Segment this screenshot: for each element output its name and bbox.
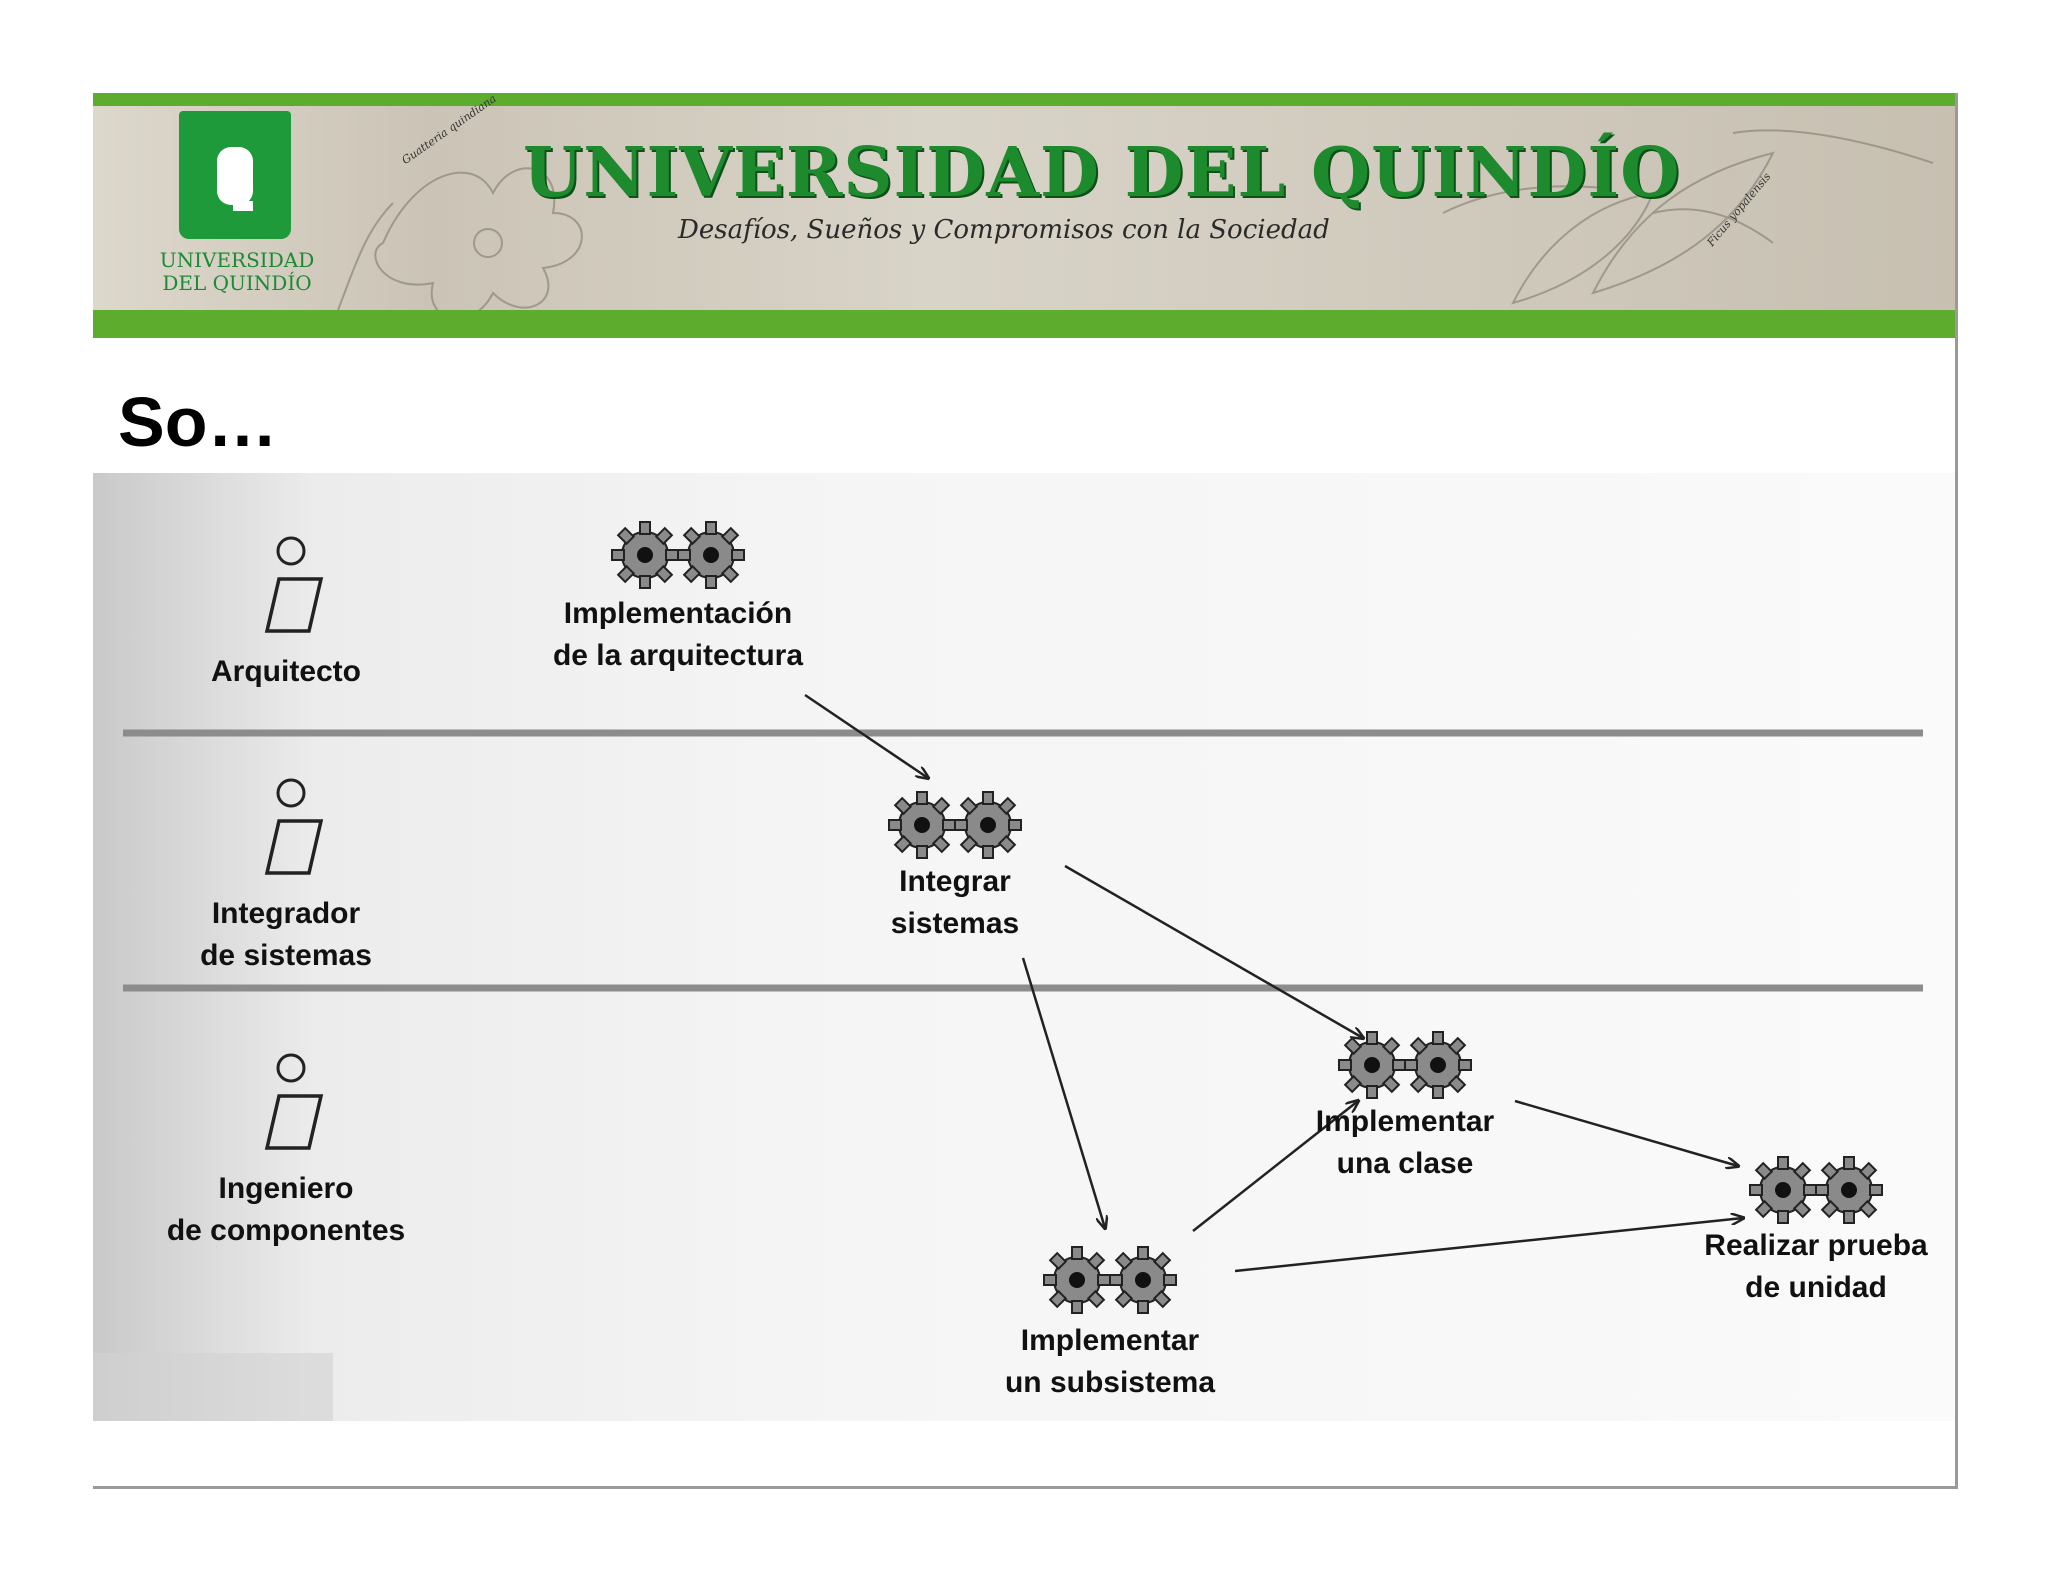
flow-arrow-integrar-to-impl-clase bbox=[1064, 864, 1363, 1038]
gear-icon bbox=[1815, 1156, 1883, 1224]
botanical-illustration bbox=[332, 129, 1934, 324]
flow-arrow-impl-subsis-to-prueba bbox=[1234, 1218, 1743, 1273]
scan-shadow bbox=[93, 1353, 333, 1421]
flow-arrow-impl-arq-to-integrar bbox=[804, 693, 928, 778]
gear-icon bbox=[1404, 1031, 1472, 1099]
gear-icon bbox=[611, 521, 679, 589]
banner-top-stripe bbox=[93, 93, 1955, 106]
worker-arquitecto: Arquitecto bbox=[211, 536, 361, 688]
flow-arrow-impl-clase-to-prueba bbox=[1514, 1099, 1738, 1166]
university-logo: UNIVERSIDAD DEL QUINDÍO bbox=[151, 111, 361, 311]
worker-label-arquitecto: Arquitecto bbox=[211, 655, 361, 688]
flow-arrow-impl-subsis-to-impl-clase bbox=[1192, 1101, 1358, 1232]
gear-icon bbox=[954, 791, 1022, 859]
banner-title: UNIVERSIDAD DEL QUINDÍO bbox=[523, 133, 1681, 213]
slide-frame bbox=[93, 93, 1958, 1489]
slide-heading: So… bbox=[118, 383, 278, 461]
scanned-page-background bbox=[93, 473, 1955, 1421]
flow-arrow-integrar-to-impl-subsis bbox=[1021, 957, 1105, 1228]
banner-bottom-stripe bbox=[93, 310, 1955, 338]
gear-icon bbox=[1749, 1156, 1817, 1224]
banner-subtitle: Desafíos, Sueños y Compromisos con la So… bbox=[678, 215, 1330, 245]
gear-icon bbox=[1043, 1246, 1111, 1314]
gear-icon bbox=[1338, 1031, 1406, 1099]
gear-icon bbox=[888, 791, 956, 859]
gear-icon bbox=[1109, 1246, 1177, 1314]
logo-text: UNIVERSIDAD DEL QUINDÍO bbox=[159, 248, 315, 295]
gear-icon bbox=[677, 521, 745, 589]
logo-shield-icon bbox=[179, 111, 291, 239]
university-banner: UNIVERSIDAD DEL QUINDÍO Guatteria quindi… bbox=[93, 93, 1955, 338]
